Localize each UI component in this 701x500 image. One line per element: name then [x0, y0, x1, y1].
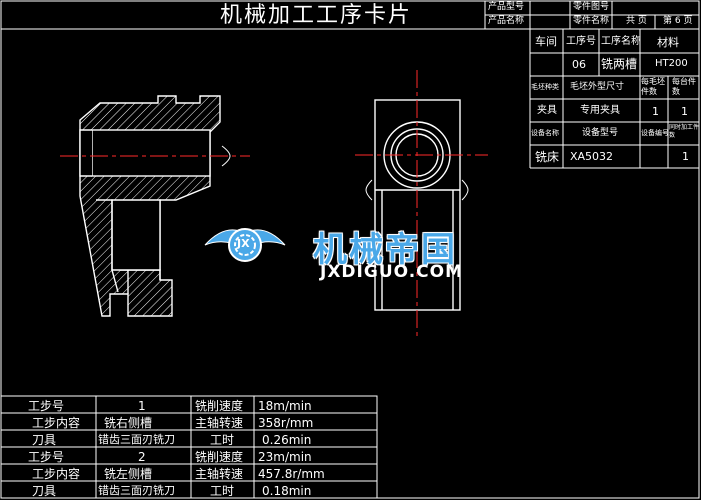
step1-rpm-label: 主轴转速: [195, 416, 244, 430]
step2-tool: 错齿三面刃铣刀: [98, 484, 175, 497]
total-pages: 共 页: [626, 16, 647, 26]
workshop-label: 车间: [535, 35, 557, 48]
process-grid: [0, 395, 378, 499]
simul-value: 1: [682, 150, 689, 163]
info-grid: [529, 29, 699, 169]
step2-content: 铣左侧槽: [104, 467, 153, 481]
fixture-qty-1: 1: [652, 105, 659, 118]
step2-speed: 23m/min: [258, 450, 312, 464]
step1-tool-label: 刀具: [32, 433, 57, 447]
blank-size-label: 毛坯外型尺寸: [570, 82, 625, 92]
step2-tool-label: 刀具: [32, 484, 57, 498]
watermark-cn: 机械帝国: [313, 230, 457, 270]
step2-rpm: 457.8r/mm: [258, 467, 325, 481]
step1-no: 1: [138, 399, 146, 413]
blank-pieces-label: 每毛坯件数: [641, 77, 665, 96]
step2-no: 2: [138, 450, 146, 464]
equip-name-label: 设备名称: [531, 129, 559, 137]
material-value: HT200: [655, 58, 688, 69]
blank-type-label: 毛坯种类: [531, 83, 559, 91]
op-name-value: 铣两槽: [601, 57, 638, 71]
fixture-qty-2: 1: [681, 105, 688, 118]
part-name-label: 零件名称: [573, 16, 610, 26]
product-model-label: 产品型号: [488, 2, 525, 12]
watermark-logo-text: JX: [237, 237, 250, 250]
watermark-en: JXDIGUO.COM: [320, 262, 464, 282]
step2-time-label: 工时: [210, 484, 235, 498]
step1-speed: 18m/min: [258, 399, 312, 413]
equip-model-label: 设备型号: [582, 128, 619, 138]
step1-no-label: 工步号: [28, 399, 65, 413]
pieces-per-label: 每台件数: [672, 77, 696, 96]
card-title: 机械加工工序卡片: [220, 3, 413, 28]
step1-time-label: 工时: [210, 433, 235, 447]
step2-time: 0.18min: [262, 484, 312, 498]
header-grid: [1, 1, 699, 30]
step1-content-label: 工步内容: [32, 416, 81, 430]
page-number: 第 6 页: [663, 16, 693, 26]
equip-no-label: 设备编号: [641, 129, 669, 137]
part-drawing-label: 零件图号: [573, 2, 610, 12]
op-name-label: 工序名称: [601, 36, 641, 47]
step2-speed-label: 铣削速度: [195, 450, 244, 464]
step1-speed-label: 铣削速度: [195, 399, 244, 413]
equip-model-value: XA5032: [570, 150, 614, 163]
op-no-value: 06: [572, 58, 586, 71]
material-label: 材料: [657, 36, 679, 49]
step1-time: 0.26min: [262, 433, 312, 447]
watermark-logo: [204, 228, 286, 262]
section-view: [79, 95, 221, 317]
step1-rpm: 358r/mm: [258, 416, 314, 430]
product-name-label: 产品名称: [488, 16, 525, 26]
op-no-label: 工序号: [566, 36, 596, 47]
step2-content-label: 工步内容: [32, 467, 81, 481]
fixture-label: 夹具: [537, 105, 557, 116]
simul-label: 同时加工件数: [669, 124, 700, 139]
fixture-value: 专用夹具: [580, 105, 620, 116]
step1-content: 铣右侧槽: [104, 416, 153, 430]
step2-rpm-label: 主轴转速: [195, 467, 244, 481]
step1-tool: 错齿三面刃铣刀: [98, 433, 175, 446]
equip-name-value: 铣床: [535, 150, 560, 164]
step2-no-label: 工步号: [28, 450, 65, 464]
